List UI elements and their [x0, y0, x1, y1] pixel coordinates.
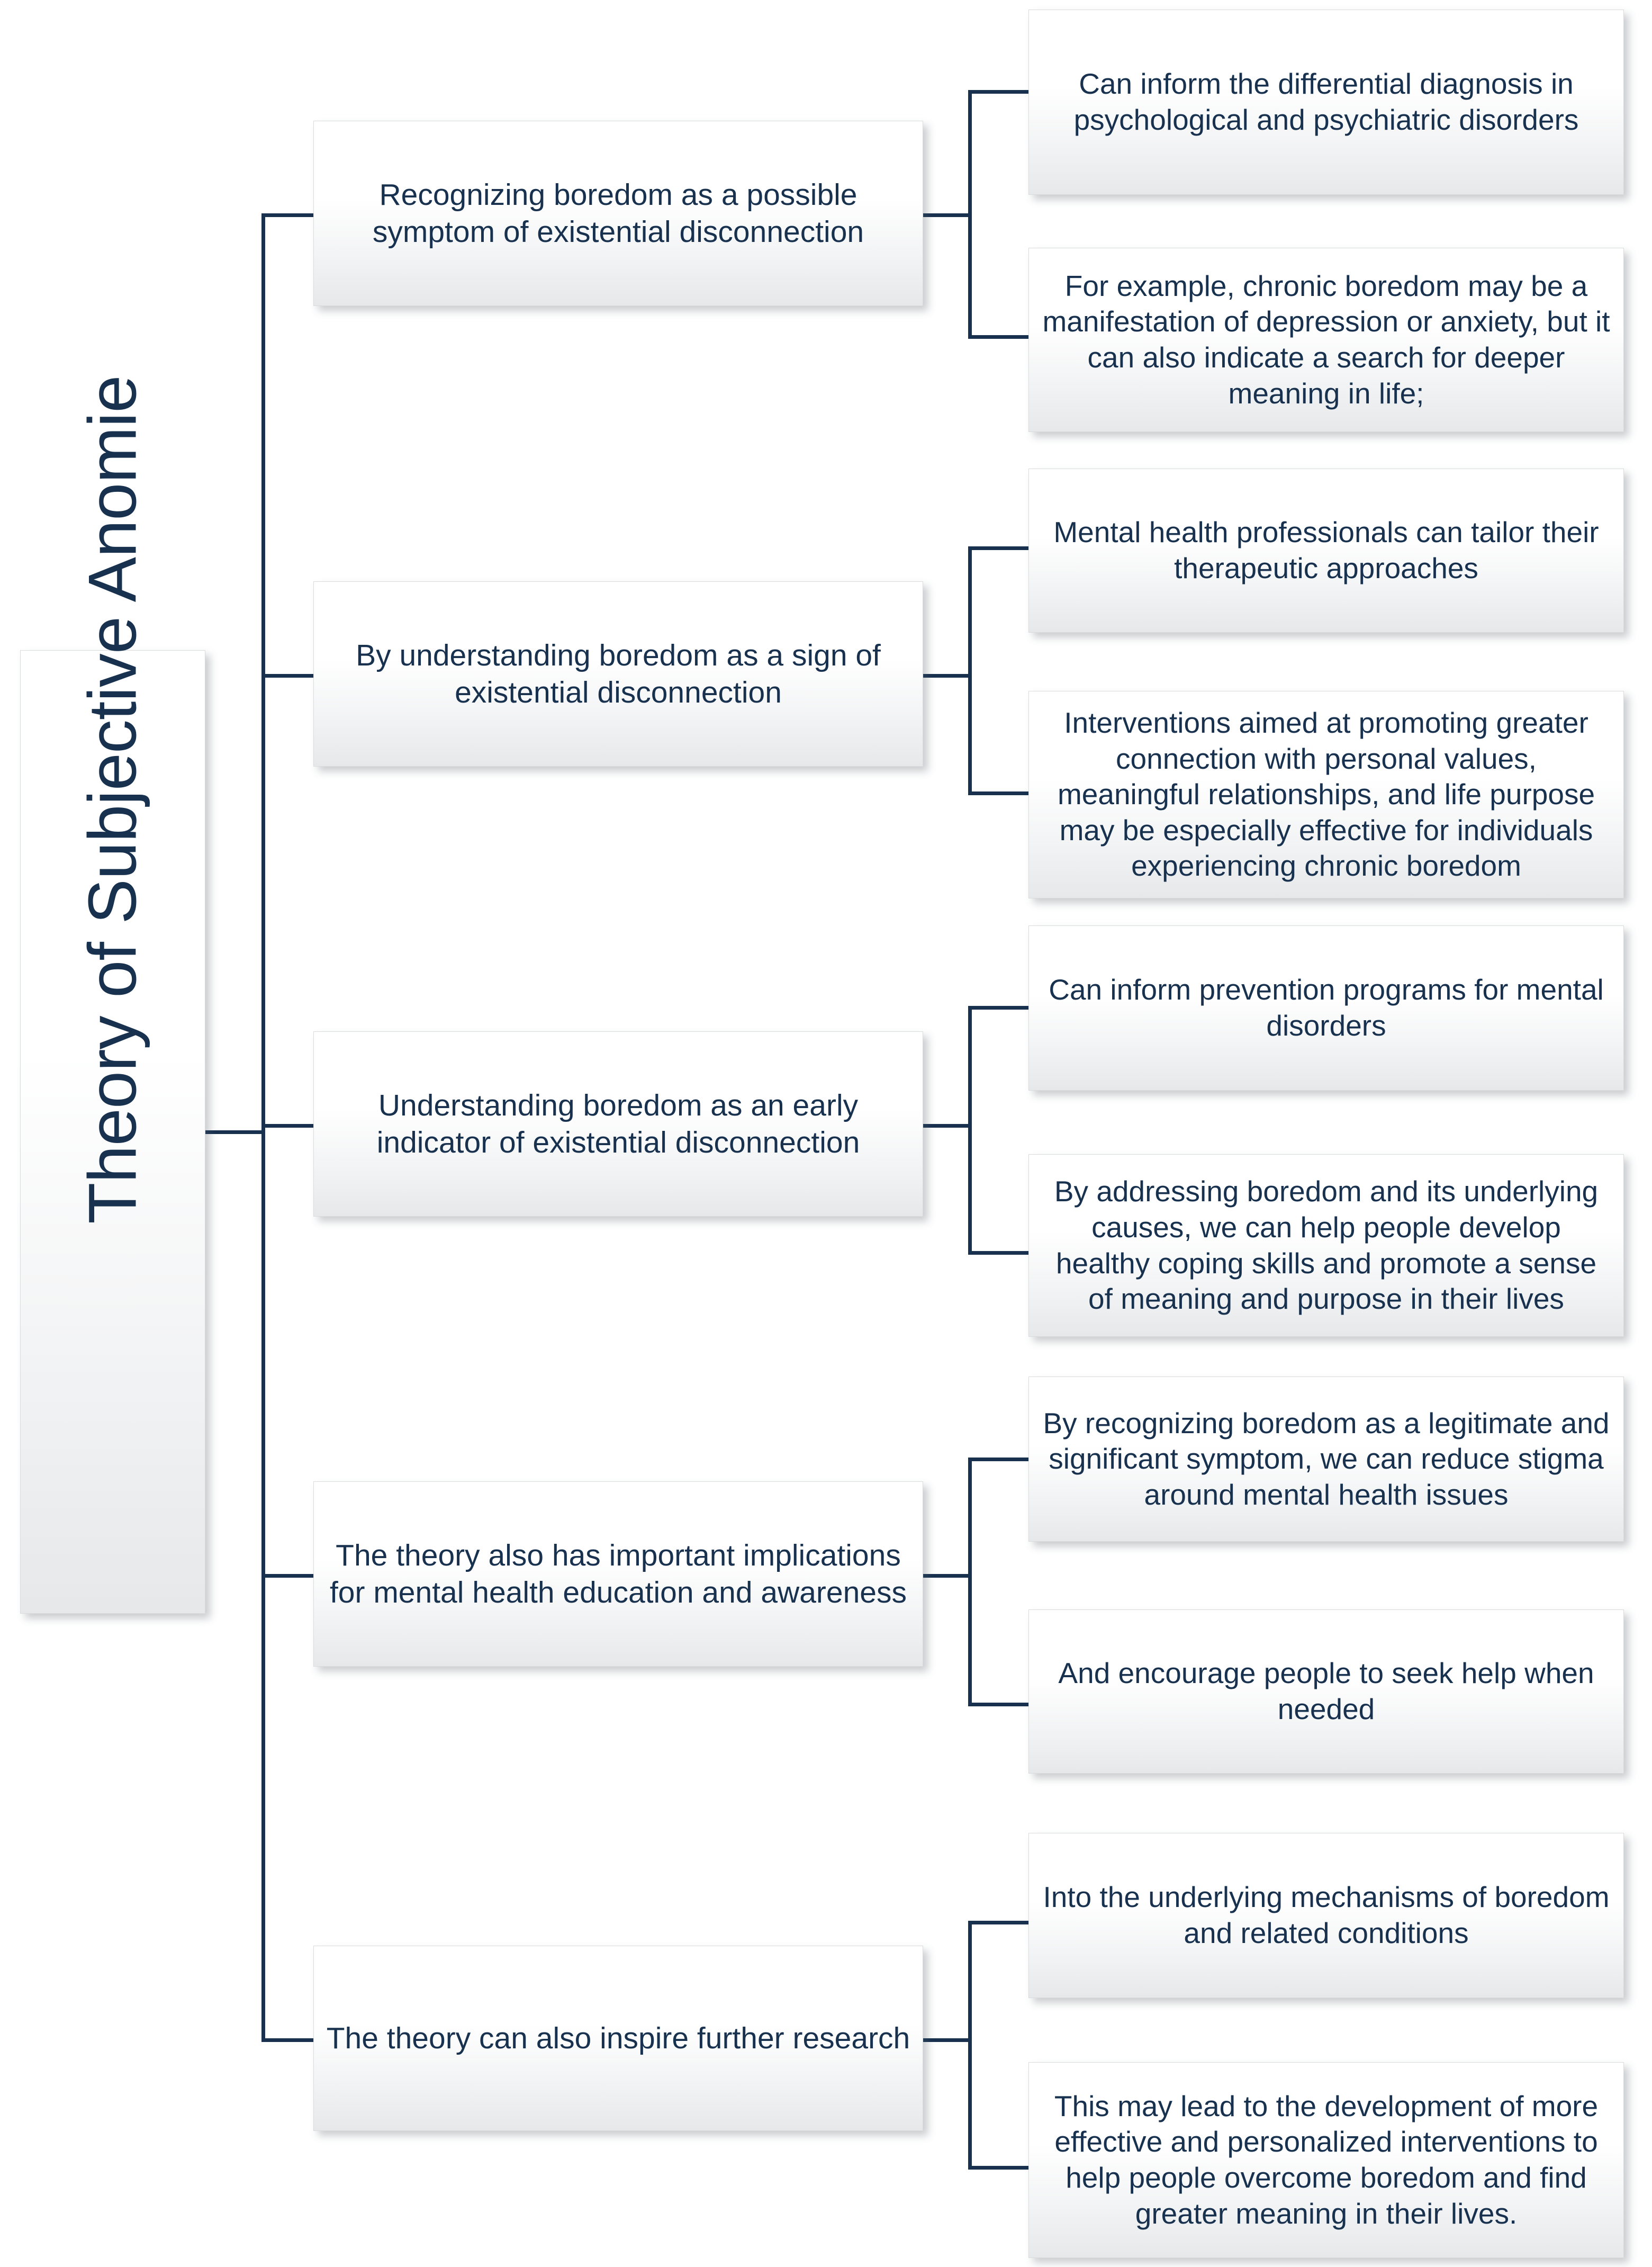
connector-g2-child-2	[968, 791, 1032, 795]
leaf-node-2-1-label: Mental health professionals can tailor t…	[1053, 516, 1599, 584]
connector-g1-stub	[923, 213, 972, 217]
leaf-node-2-2-label: Interventions aimed at promoting greater…	[1057, 706, 1595, 883]
leaf-node-4-2-label: And encourage people to seek help when n…	[1058, 1657, 1594, 1725]
branch-node-2-label: By understanding boredom as a sign of ex…	[356, 638, 881, 709]
leaf-node-2-1[interactable]: Mental health professionals can tailor t…	[1028, 469, 1624, 633]
leaf-node-3-2[interactable]: By addressing boredom and its underlying…	[1028, 1154, 1624, 1337]
leaf-node-5-1-label: Into the underlying mechanisms of boredo…	[1043, 1881, 1610, 1949]
leaf-node-3-2-label: By addressing boredom and its underlying…	[1054, 1175, 1599, 1316]
connector-g4-stub	[923, 1574, 972, 1578]
connector-branch-4	[261, 1574, 315, 1578]
branch-node-2[interactable]: By understanding boredom as a sign of ex…	[313, 581, 923, 767]
connector-g4-child-2	[968, 1703, 1032, 1706]
connector-g1-child-1	[968, 90, 1032, 94]
branch-node-3[interactable]: Understanding boredom as an early indica…	[313, 1031, 923, 1217]
connector-g2-child-1	[968, 546, 1032, 550]
leaf-node-4-1-label: By recognizing boredom as a legitimate a…	[1043, 1406, 1610, 1511]
branch-node-5[interactable]: The theory can also inspire further rese…	[313, 1946, 923, 2131]
leaf-node-5-2-label: This may lead to the development of more…	[1054, 2089, 1599, 2230]
connector-g3-child-2	[968, 1251, 1032, 1255]
leaf-node-5-2[interactable]: This may lead to the development of more…	[1028, 2062, 1624, 2258]
leaf-node-2-2[interactable]: Interventions aimed at promoting greater…	[1028, 691, 1624, 898]
connector-trunk-main	[261, 215, 265, 2040]
connector-g3-stub	[923, 1124, 972, 1128]
leaf-node-4-2[interactable]: And encourage people to seek help when n…	[1028, 1609, 1624, 1774]
root-node[interactable]: Theory of Subjective Anomie	[20, 375, 205, 1614]
connector-g3-spine	[968, 1006, 972, 1255]
connector-g5-child-2	[968, 2166, 1032, 2170]
connector-g2-spine	[968, 546, 972, 795]
leaf-node-1-2[interactable]: For example, chronic boredom may be a ma…	[1028, 248, 1624, 432]
branch-node-1[interactable]: Recognizing boredom as a possible sympto…	[313, 121, 923, 306]
connector-g3-child-1	[968, 1006, 1032, 1010]
leaf-node-4-1[interactable]: By recognizing boredom as a legitimate a…	[1028, 1377, 1624, 1542]
leaf-node-1-1-label: Can inform the differential diagnosis in…	[1073, 67, 1579, 136]
connector-branch-5	[261, 2038, 315, 2042]
branch-node-4-label: The theory also has important implicatio…	[329, 1538, 907, 1609]
connector-g4-spine	[968, 1458, 972, 1706]
connector-g1-spine	[968, 90, 972, 339]
connector-branch-2	[261, 674, 315, 678]
connector-branch-3	[261, 1124, 315, 1128]
leaf-node-3-1-label: Can inform prevention programs for menta…	[1049, 973, 1604, 1042]
leaf-node-3-1[interactable]: Can inform prevention programs for menta…	[1028, 925, 1624, 1091]
connector-g5-spine	[968, 1921, 972, 2170]
branch-node-3-label: Understanding boredom as an early indica…	[376, 1088, 860, 1159]
leaf-node-1-2-label: For example, chronic boredom may be a ma…	[1042, 269, 1610, 410]
branch-node-1-label: Recognizing boredom as a possible sympto…	[372, 177, 864, 249]
branch-node-5-label: The theory can also inspire further rese…	[326, 2021, 910, 2055]
root-node-label: Theory of Subjective Anomie	[75, 375, 151, 1224]
leaf-node-5-1[interactable]: Into the underlying mechanisms of boredo…	[1028, 1833, 1624, 1998]
connector-g5-child-1	[968, 1921, 1032, 1924]
leaf-node-1-1[interactable]: Can inform the differential diagnosis in…	[1028, 10, 1624, 195]
connector-g5-stub	[923, 2038, 972, 2042]
connector-branch-1	[261, 213, 315, 217]
branch-node-4[interactable]: The theory also has important implicatio…	[313, 1481, 923, 1667]
connector-root-stub	[205, 1130, 264, 1134]
connector-g2-stub	[923, 674, 972, 678]
connector-g4-child-1	[968, 1458, 1032, 1461]
connector-g1-child-2	[968, 335, 1032, 339]
